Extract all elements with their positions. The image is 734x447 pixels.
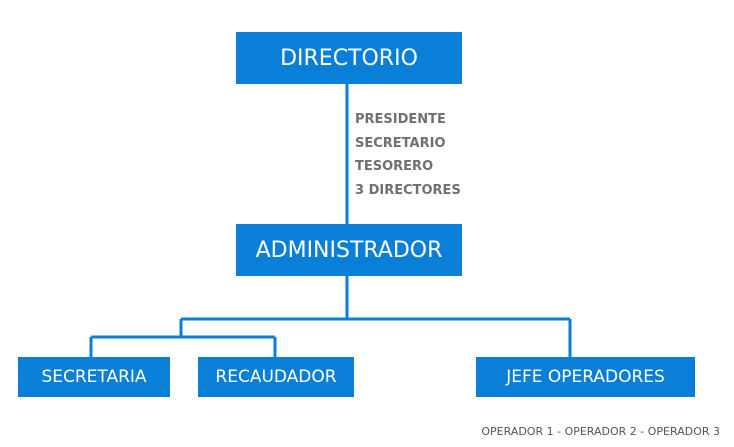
directorio-label: DIRECTORIO	[280, 45, 418, 71]
administrador-label: ADMINISTRADOR	[255, 237, 443, 263]
recaudador-label: RECAUDADOR	[215, 367, 337, 387]
administrador-box: ADMINISTRADOR	[236, 224, 462, 276]
directorio-members-list: PRESIDENTE SECRETARIO TESORERO 3 DIRECTO…	[355, 108, 461, 202]
directorio-box: DIRECTORIO	[236, 32, 462, 84]
secretaria-label: SECRETARIA	[41, 367, 147, 387]
jefe-operadores-label: JEFE OPERADORES	[506, 367, 665, 387]
recaudador-box: RECAUDADOR	[198, 357, 354, 397]
member-item: 3 DIRECTORES	[355, 182, 461, 198]
member-item: PRESIDENTE	[355, 112, 446, 127]
member-item: SECRETARIO	[355, 135, 446, 151]
operadores-note: OPERADOR 1 - OPERADOR 2 - OPERADOR 3	[481, 425, 720, 438]
jefe-operadores-box: JEFE OPERADORES	[476, 357, 695, 397]
secretaria-box: SECRETARIA	[18, 357, 170, 397]
member-item: TESORERO	[355, 159, 434, 174]
